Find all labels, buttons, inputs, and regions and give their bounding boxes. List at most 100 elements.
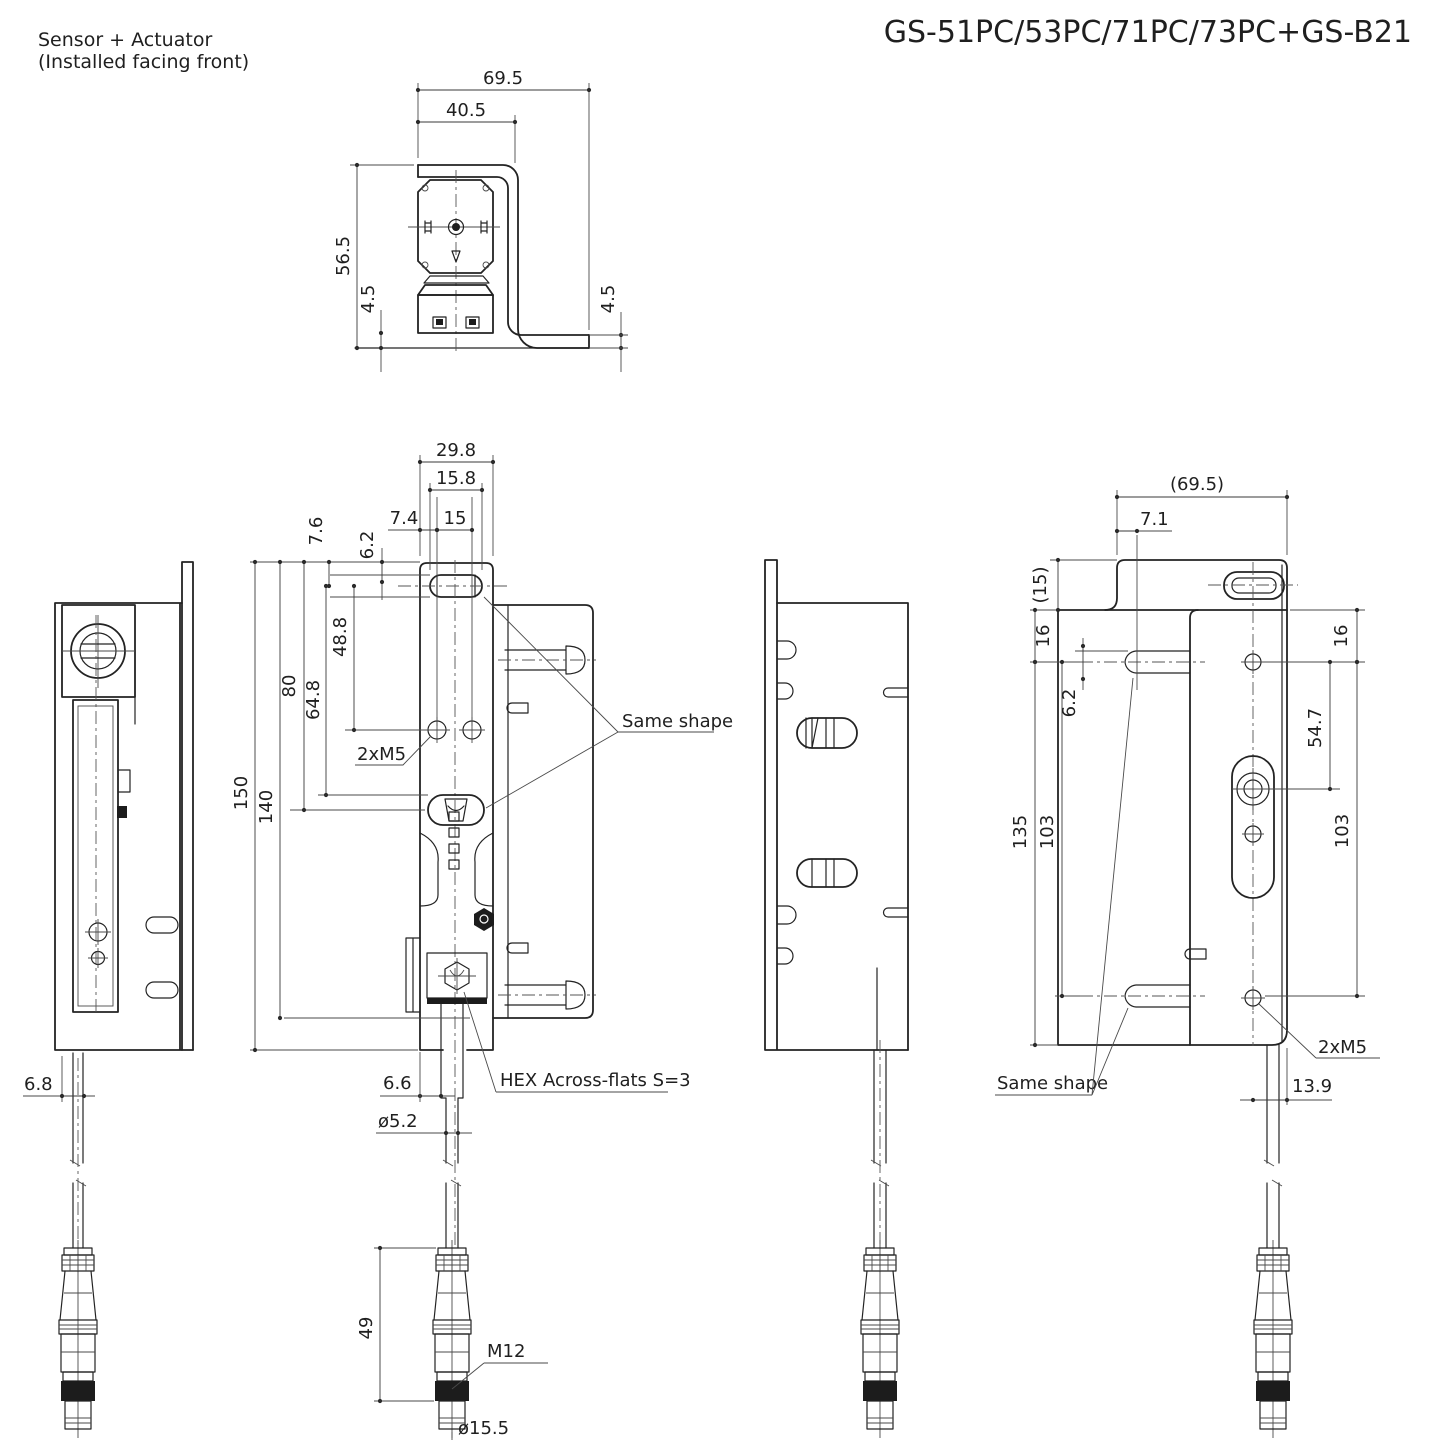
svg-text:6.6: 6.6 <box>383 1073 412 1094</box>
dim-rear-6-2: 6.2 <box>1059 689 1080 718</box>
bracket-outer-contour <box>417 164 590 349</box>
dim-front-49: 49 <box>356 1317 377 1340</box>
label-hex: HEX Across-flats S=3 <box>463 991 691 1093</box>
dim-front-150: 150 <box>231 776 252 810</box>
sensor-center-screw <box>447 218 465 236</box>
actuator-body <box>417 294 494 334</box>
front-pip <box>451 250 461 263</box>
svg-text:2xM5: 2xM5 <box>357 744 406 765</box>
actuator-tip-detail <box>444 798 468 822</box>
label-m12: M12 <box>487 1341 525 1362</box>
side-pin-left <box>424 220 432 234</box>
front-view: 29.8 15.8 7.4 15 7.6 6.2 48.8 80 64.8 15… <box>231 440 733 1440</box>
connector-front-view <box>432 1239 472 1439</box>
sensor-slider <box>72 699 119 1013</box>
dim-front-80: 80 <box>279 675 300 698</box>
view-note-line2: (Installed facing front) <box>38 51 249 73</box>
sensor-body <box>417 179 494 274</box>
cable <box>873 967 887 1249</box>
svg-text:HEX Across-flats S=3: HEX Across-flats S=3 <box>500 1070 691 1091</box>
cable <box>72 1052 84 1249</box>
actuator-slot <box>427 794 485 826</box>
body-outline <box>54 602 194 1051</box>
dim-front-15: 15 <box>444 508 467 529</box>
fork-left <box>419 832 439 907</box>
dim-top-4-5-right: 4.5 <box>598 285 619 314</box>
dim-rear-103-left: 103 <box>1037 815 1058 849</box>
screw-obround <box>1231 755 1275 899</box>
dim-rear-16-right: 16 <box>1331 625 1352 648</box>
sensor-column <box>419 562 494 1051</box>
cable <box>1266 1044 1280 1249</box>
dim-6-6: 6.6 <box>380 1052 455 1102</box>
left-side-view: 6.8 <box>23 561 194 1439</box>
right-side-view <box>764 559 909 1439</box>
dim-top-69-5: 69.5 <box>483 68 523 89</box>
header: Sensor + Actuator (Installed facing fron… <box>38 15 1412 73</box>
drawing-title: GS-51PC/53PC/71PC/73PC+GS-B21 <box>884 15 1412 50</box>
dim-front-48-8: 48.8 <box>330 617 351 657</box>
column-edge <box>1189 609 1199 1046</box>
rear-view: (69.5) 7.1 (15) 16 6.2 135 103 16 54.7 1… <box>995 474 1380 1439</box>
dim-13-9: 13.9 <box>1240 1048 1332 1105</box>
dim-left-6-8: 6.8 <box>24 1074 53 1095</box>
dim-rear-54-7: 54.7 <box>1305 708 1326 748</box>
sensor-neck <box>423 275 490 284</box>
dim-rear-16-left: 16 <box>1033 625 1054 648</box>
dim-front-6-2: 6.2 <box>357 531 378 560</box>
bracket-screw-lower <box>498 980 596 1010</box>
slot-upper <box>796 717 858 749</box>
top-slot <box>1223 571 1285 600</box>
dim-rear-69-5: (69.5) <box>1170 474 1224 495</box>
set-screw <box>474 908 494 931</box>
locating-pin-lower <box>506 942 529 954</box>
fork-right <box>474 832 494 907</box>
dim-rear-7-1: 7.1 <box>1140 509 1169 530</box>
side-slot-upper <box>1080 650 1205 674</box>
view-note-line1: Sensor + Actuator <box>38 29 212 51</box>
dim-front-7-4: 7.4 <box>390 508 419 529</box>
dim-front-29-8: 29.8 <box>436 440 476 461</box>
dim-rear-13-9: 13.9 <box>1292 1076 1332 1097</box>
dim-front-7-6: 7.6 <box>306 517 327 546</box>
side-pin-right <box>480 220 488 234</box>
plate-outline <box>776 602 909 1051</box>
connector-left-view <box>58 1239 98 1439</box>
locating-pin <box>1184 948 1207 960</box>
dim-front-140: 140 <box>256 790 277 824</box>
svg-text:Same shape: Same shape <box>622 711 733 732</box>
bracket-flange-edge <box>181 561 194 1051</box>
dim-rear-103-right: 103 <box>1332 814 1353 848</box>
dim-front-15-5: ø15.5 <box>458 1418 509 1439</box>
actuator-top <box>417 284 494 296</box>
dim-cable-dia: ø5.2 <box>376 1111 472 1136</box>
latch-detail <box>117 806 127 818</box>
dim-rear-135: 135 <box>1010 815 1031 849</box>
bracket-inner-contour <box>417 176 590 336</box>
bracket-plate <box>492 604 594 1019</box>
cable <box>440 1003 464 1249</box>
dim-connector: 49 M12 ø15.5 <box>356 1245 548 1440</box>
top-view: 69.5 40.5 56.5 4.5 4.5 <box>333 68 628 372</box>
dim-rear-15: (15) <box>1030 567 1051 604</box>
bracket-flange-edge <box>764 559 909 1051</box>
connector-rear-view <box>1253 1239 1293 1439</box>
dim-top-56-5: 56.5 <box>333 236 354 276</box>
svg-text:ø5.2: ø5.2 <box>378 1111 418 1132</box>
dim-top-40-5: 40.5 <box>446 100 486 121</box>
label-same-shape-rear: Same shape <box>995 677 1134 1096</box>
side-slot-lower <box>1080 984 1205 1008</box>
locating-pin-upper <box>506 702 529 714</box>
side-step <box>405 937 421 1013</box>
label-same-shape-front: Same shape <box>483 596 733 809</box>
label-2xm5: 2xM5 <box>355 735 432 766</box>
dim-top-4-5-left: 4.5 <box>358 285 379 314</box>
dim-front-64-8: 64.8 <box>303 680 324 720</box>
svg-text:Same shape: Same shape <box>997 1073 1108 1094</box>
dim-front-15-8: 15.8 <box>436 468 476 489</box>
connector-side-view <box>860 1239 900 1439</box>
slot-lower <box>796 858 858 888</box>
label-2xm5-rear: 2xM5 <box>1258 1003 1380 1059</box>
